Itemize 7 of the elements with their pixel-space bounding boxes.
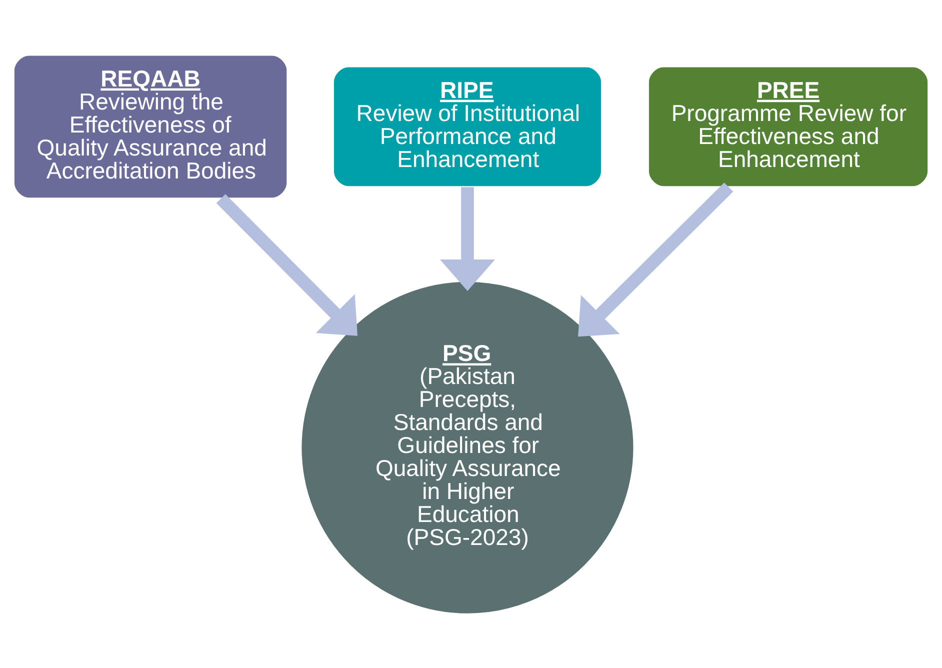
node-box: REQAAB Reviewing the Effectiveness of Quality Assurance and Accreditation Bodies xyxy=(13,54,288,198)
node-box: RIPE Review of Institutional Performance and Enhancement xyxy=(332,65,602,187)
arrow xyxy=(216,194,358,336)
node-circle: PSG (Pakistan Precepts, Standards and Guidelines for Quality Assurance in Higher Education (PSG-2023) xyxy=(300,280,635,614)
arrow xyxy=(440,186,495,290)
arrow xyxy=(578,182,734,336)
node-box: PREE Programme Review for Effectiveness and Enhancement xyxy=(648,65,929,187)
